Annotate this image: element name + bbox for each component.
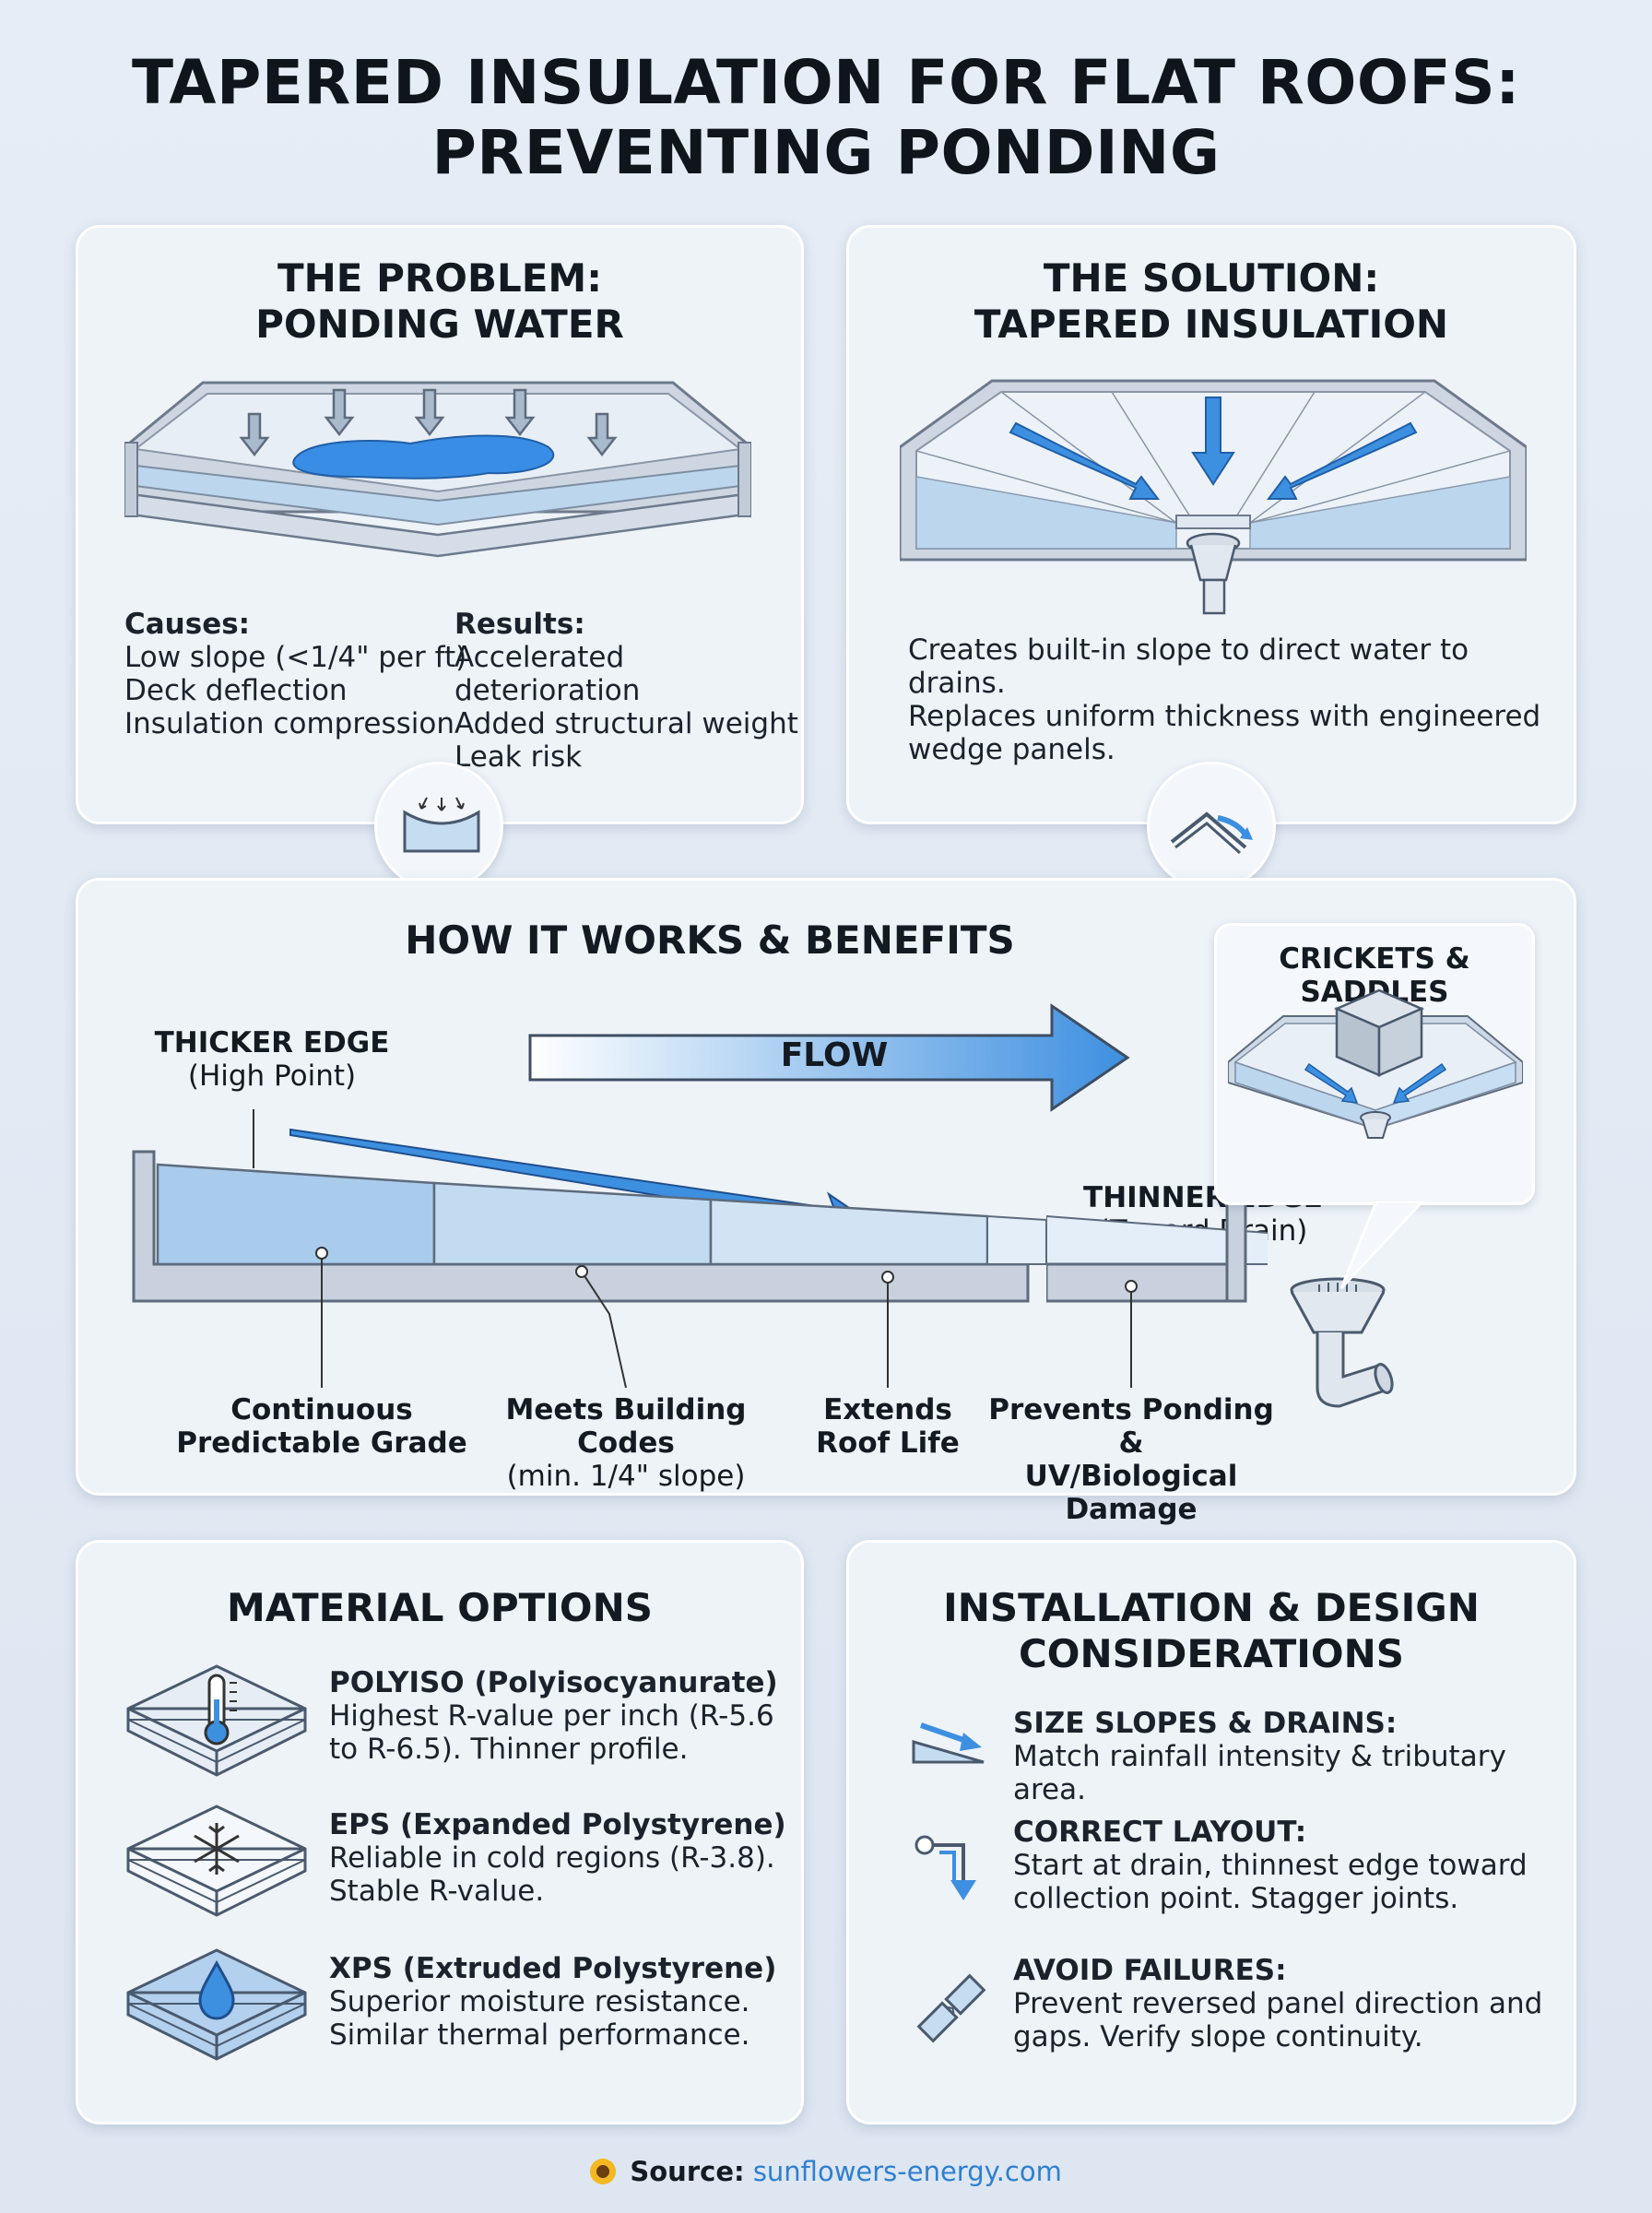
benefit-leaders [315,1247,1138,1389]
source-link[interactable]: sunflowers-energy.com [752,2156,1062,2187]
title-line-2: PREVENTING PONDING [431,117,1221,188]
solution-card: THE SOLUTION: TAPERED INSULATION Creates [846,225,1576,824]
materials-title: MATERIAL OPTIONS [226,1585,654,1630]
results-heading: Results: [454,608,585,641]
install-correct-layout: CORRECT LAYOUT: Start at drain, thinnest… [1013,1816,1528,1915]
source-label: Source: [630,2156,745,2187]
result-item: Added structural weight [454,707,798,740]
sagging-roof-icon [403,797,480,853]
flow-arrow [528,1003,1130,1112]
benefit-building-codes: Meets Building Codes (min. 1/4" slope) [505,1393,747,1493]
result-item: Leak risk [454,740,583,774]
material-options-card: MATERIAL OPTIONS POLYISO (Polyisocyanura… [76,1540,804,2124]
sunflower-icon [590,2159,617,2184]
cross-section-end [1046,1201,1268,1303]
install-avoid-failures: AVOID FAILURES: Prevent reversed panel d… [1013,1954,1543,2053]
tapered-cross-section [132,1109,1046,1303]
cause-item: Deck deflection [124,674,348,707]
callout-pointer [1339,1201,1425,1290]
slope-badge [1147,762,1276,891]
thermometer-icon [126,1664,307,1777]
benefit-prevents-ponding: Prevents Ponding & UV/Biological Damage [988,1393,1274,1526]
problem-card: THE PROBLEM: PONDING WATER Causes: Low s… [76,225,804,824]
causes-block: Causes: Low slope (<1/4" per ft) Deck de… [124,608,466,740]
tapered-roof-diagram [900,379,1527,615]
slope-flow-icon [1170,811,1253,855]
causes-heading: Causes: [124,608,251,641]
thicker-edge-label: THICKER EDGE (High Point) [154,1026,390,1093]
how-it-works-card: HOW IT WORKS & BENEFITS FLOW THICKER EDG… [76,878,1576,1526]
solution-desc: Creates built-in slope to direct water t… [908,633,1541,766]
layout-path-icon [914,1835,976,1900]
solution-title: THE SOLUTION: TAPERED INSULATION [974,255,1449,347]
page-title: TAPERED INSULATION FOR FLAT ROOFS: PREVE… [0,48,1652,188]
how-title: HOW IT WORKS & BENEFITS [405,917,1015,963]
benefit-continuous-grade: Continuous Predictable Grade [176,1393,467,1460]
installation-card: INSTALLATION & DESIGN CONSIDERATIONS SIZ… [846,1540,1576,2124]
results-block: Results: Accelerated deterioration Added… [454,608,801,774]
problem-title: THE PROBLEM: PONDING WATER [255,255,624,347]
install-size-slopes: SIZE SLOPES & DRAINS: Match rainfall int… [1013,1707,1506,1806]
source-line: Source: sunflowers-energy.com [0,2156,1652,2187]
material-polyiso: POLYISO (Polyisocyanurate) Highest R-val… [329,1666,778,1766]
material-xps: XPS (Extruded Polystyrene) Superior mois… [329,1952,777,2052]
slope-drain-icon [912,1722,985,1764]
water-drop-icon [126,1948,307,2061]
snowflake-icon [126,1805,307,1917]
benefit-roof-life: Extends Roof Life [816,1393,960,1460]
material-eps: EPS (Expanded Polystyrene) Reliable in c… [329,1808,786,1908]
install-title: INSTALLATION & DESIGN CONSIDERATIONS [943,1585,1480,1676]
ponding-roof-diagram [124,381,751,558]
cause-item: Low slope (<1/4" per ft) [124,641,467,674]
title-line-1: TAPERED INSULATION FOR FLAT ROOFS: [131,47,1521,118]
sagging-roof-badge [374,762,503,891]
flow-label: FLOW [780,1036,889,1074]
result-item: Accelerated deterioration [454,641,641,707]
crickets-callout: CRICKETS & SADDLES [1214,923,1535,1205]
cause-item: Insulation compression [124,707,454,740]
cricket-diagram [1228,988,1523,1139]
roof-drain [1290,1277,1394,1408]
broken-link-icon [916,1973,986,2043]
